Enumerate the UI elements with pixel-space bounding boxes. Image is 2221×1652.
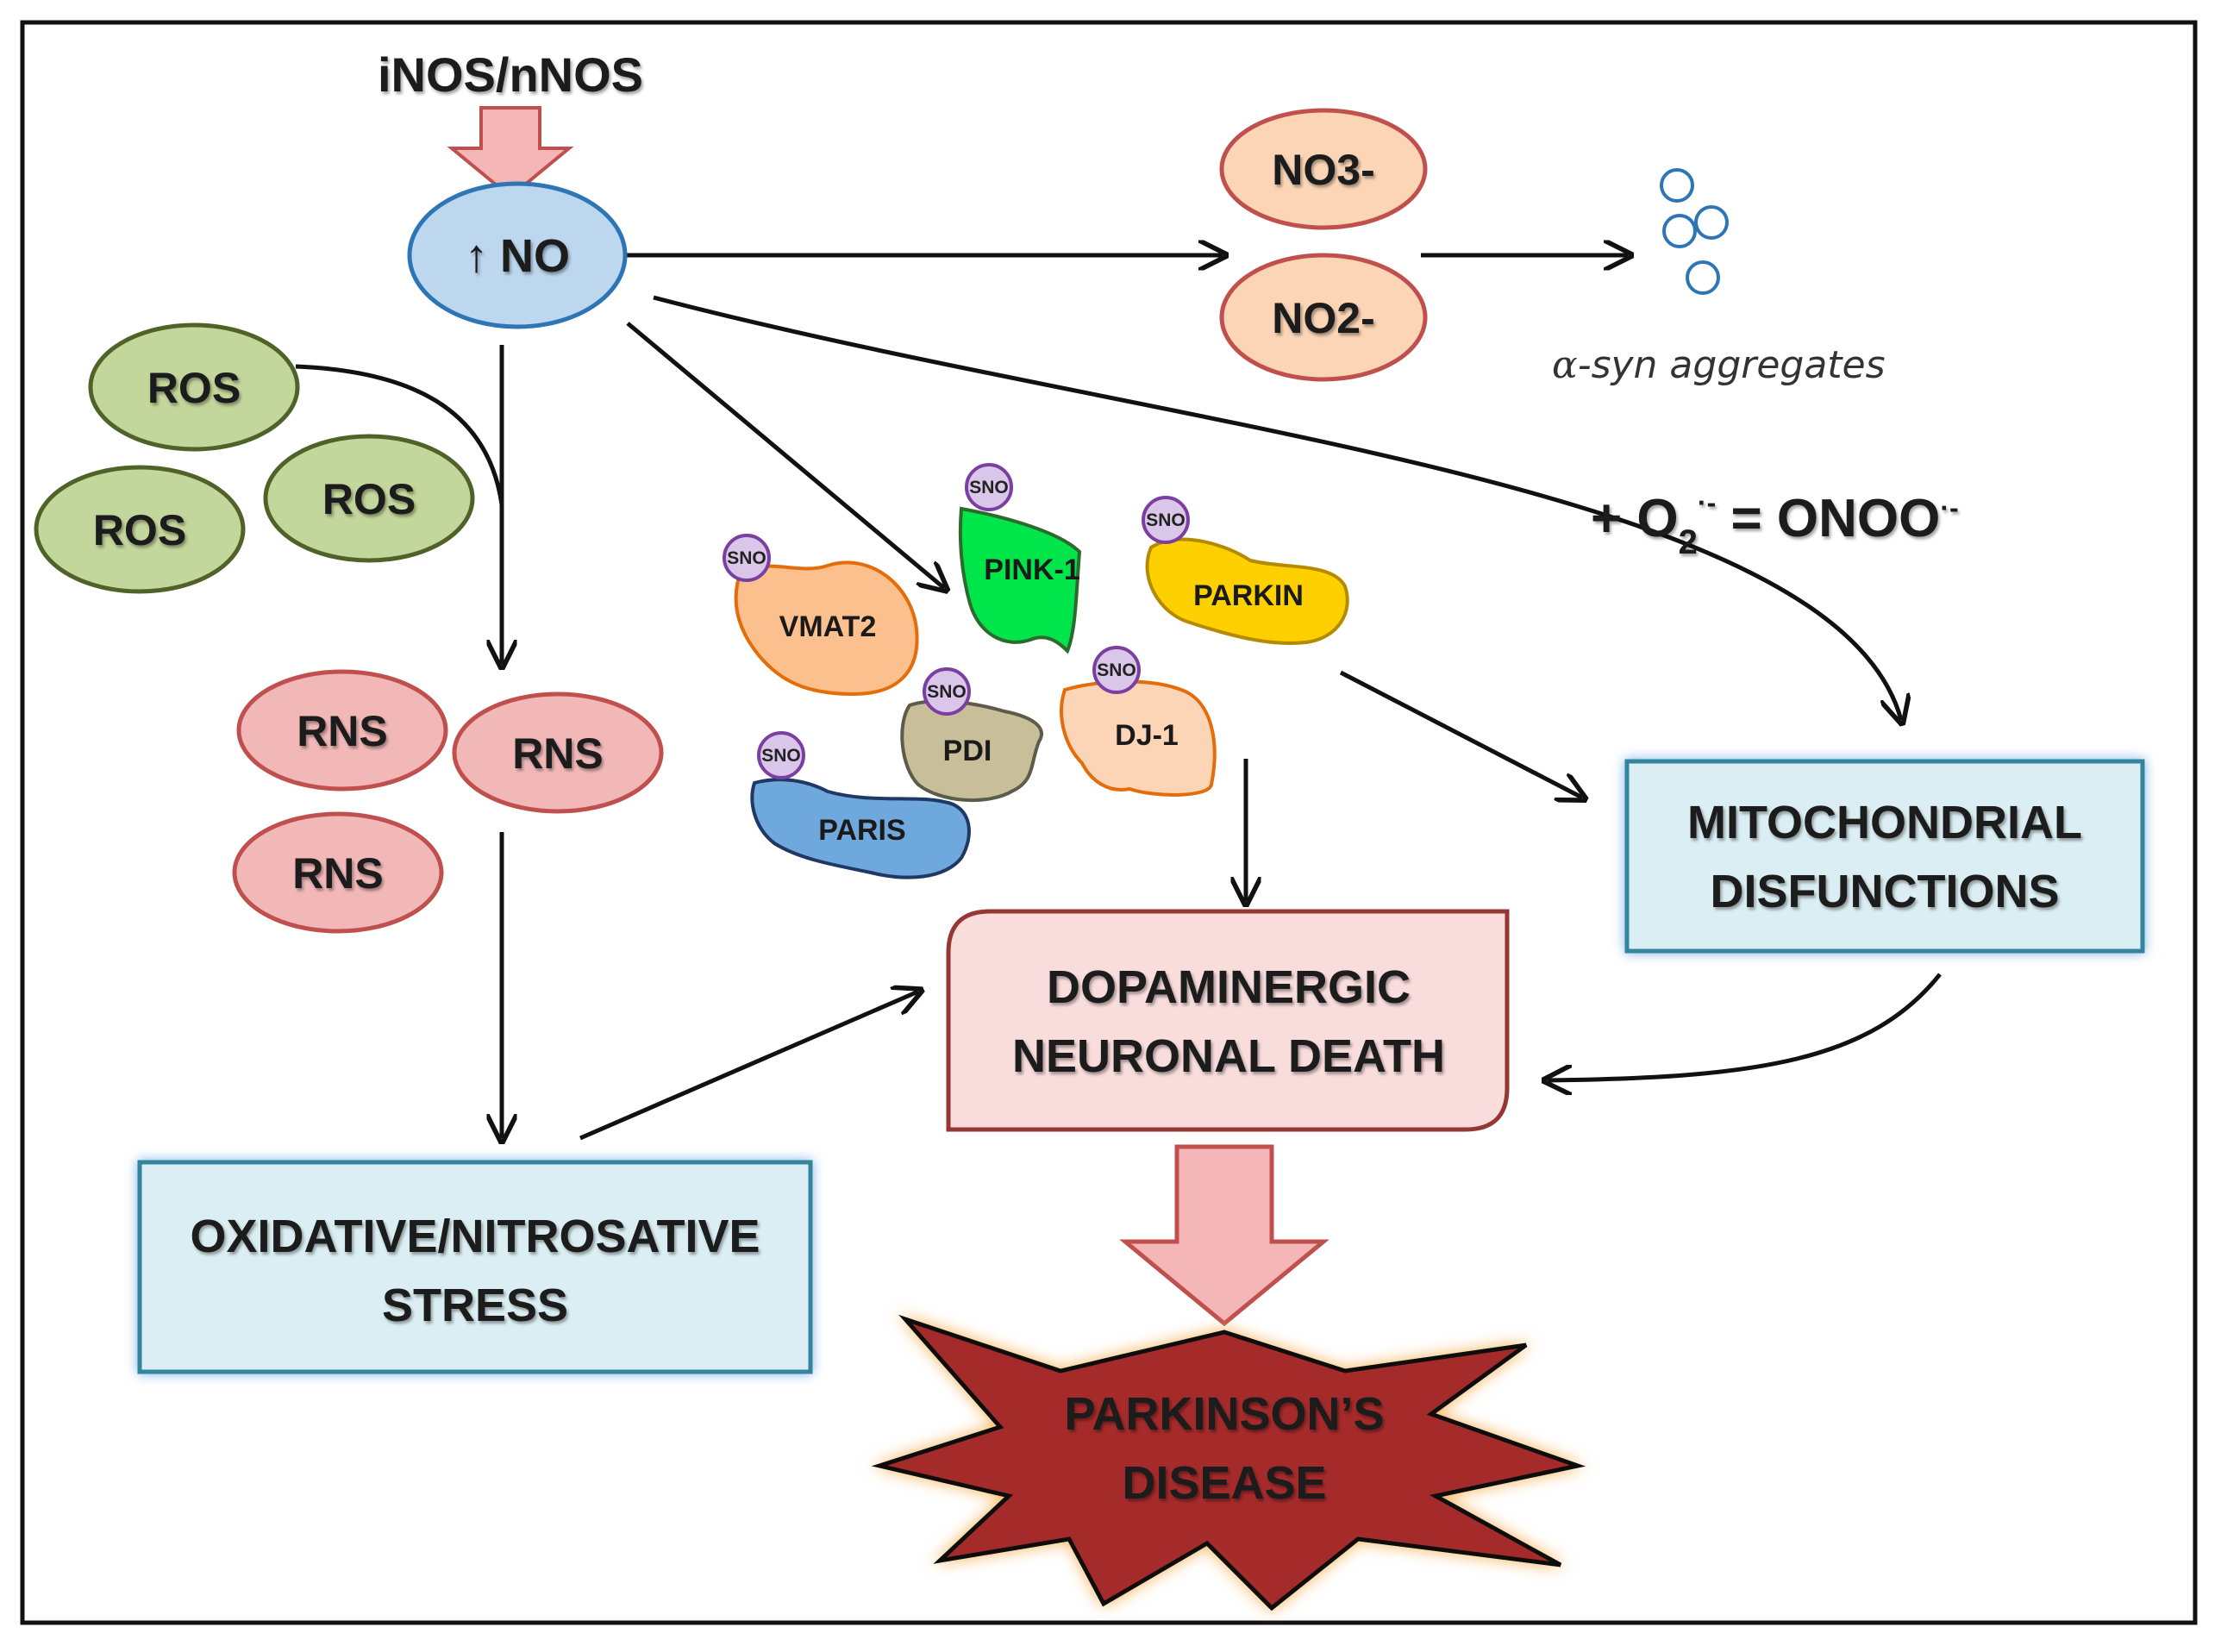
sno-tag [923,667,971,716]
rns-ellipse [236,669,448,792]
arrow-no-to-proteins [626,322,944,588]
pdi-label: PDI [943,735,992,767]
vmat2-label: VMAT2 [779,610,877,643]
asyn-label: α-syn aggregates [1552,343,1886,387]
death-line2: NEURONAL DEATH [1012,1030,1445,1082]
svg-text:SNO: SNO [1146,510,1186,530]
up-arrow-icon: ↑ [465,230,488,282]
ros-join-line [295,364,504,505]
no-ellipse [407,181,628,329]
down-arrow-icon [1119,1144,1329,1327]
protein-dj1: DJ-1 [1060,679,1217,797]
arrow-mito-to-death [1548,973,1942,1080]
svg-text:SNO: SNO [1097,660,1136,680]
arrow-stress-to-death [579,992,918,1141]
svg-text:SNO: SNO [927,682,967,702]
enzyme-arrow [447,106,574,199]
mito-box: MITOCHONDRIAL DISFUNCTIONS [1624,759,2145,954]
protein-pink1: PINK-1 [958,506,1082,654]
rns-label: RNS [292,849,384,898]
ros-ellipse [88,322,300,452]
sno-tag [1142,496,1190,544]
ros-label: ROS [322,475,416,523]
mito-line1: MITOCHONDRIAL [1687,797,2082,848]
nitrate-label: NO3- [1272,146,1374,194]
pink1-label: PINK-1 [984,554,1079,586]
parkin-label: PARKIN [1193,579,1304,612]
disease-line2: DISEASE [1122,1457,1326,1509]
nitrate-ellipse [1219,108,1428,230]
ros-label: ROS [93,506,186,554]
death-box: DOPAMINERGIC NEURONAL DEATH [946,909,1510,1132]
arrow-no-to-mito [653,295,1901,720]
no-label: ↑NO [465,230,570,282]
pathway-arrows [295,255,1942,1141]
sno-tags [723,463,1190,779]
arrow-parkin-to-mito [1339,670,1582,798]
rns-ellipse [232,811,444,934]
death-line1: DOPAMINERGIC [1047,961,1411,1013]
sno-tag [723,534,771,582]
rns-label: RNS [512,729,604,778]
stress-line2: STRESS [382,1280,568,1331]
peroxynitrite-equation: + O2·- = ONOO·- [1591,487,1959,561]
disease-line1: PARKINSON’S [1064,1388,1384,1440]
sno-tag [757,731,805,779]
svg-text:SNO: SNO [727,548,766,568]
rns-ellipse [452,691,664,814]
disease-burst: PARKINSON’S DISEASE [871,1314,1586,1611]
nitrite-label: NO2- [1272,294,1374,342]
protein-paris: PARIS [750,778,971,879]
ros-ellipse [34,465,246,594]
sno-tag-labels: SNO SNO SNO SNO SNO SNO [727,478,1186,766]
protein-vmat2: VMAT2 [734,560,919,697]
svg-text:SNO: SNO [969,478,1009,497]
enzyme-label: iNOS/nNOS [378,47,643,102]
asyn-aggregate-icon [1660,168,1729,295]
stress-line1: OXIDATIVE/NITROSATIVE [190,1211,760,1262]
protein-parkin: PARKIN [1145,537,1349,645]
ros-label: ROS [147,364,241,412]
rns-label: RNS [297,707,388,755]
sno-tag [965,463,1013,511]
stress-box: OXIDATIVE/NITROSATIVE STRESS [137,1160,813,1374]
dj1-label: DJ-1 [1115,719,1179,752]
svg-text:SNO: SNO [761,746,801,766]
mito-line2: DISFUNCTIONS [1711,866,2060,917]
nitrite-ellipse [1219,253,1428,382]
ros-ellipse [263,434,475,563]
protein-pdi: PDI [900,699,1044,803]
paris-label: PARIS [818,814,905,847]
sno-tag [1092,646,1141,694]
